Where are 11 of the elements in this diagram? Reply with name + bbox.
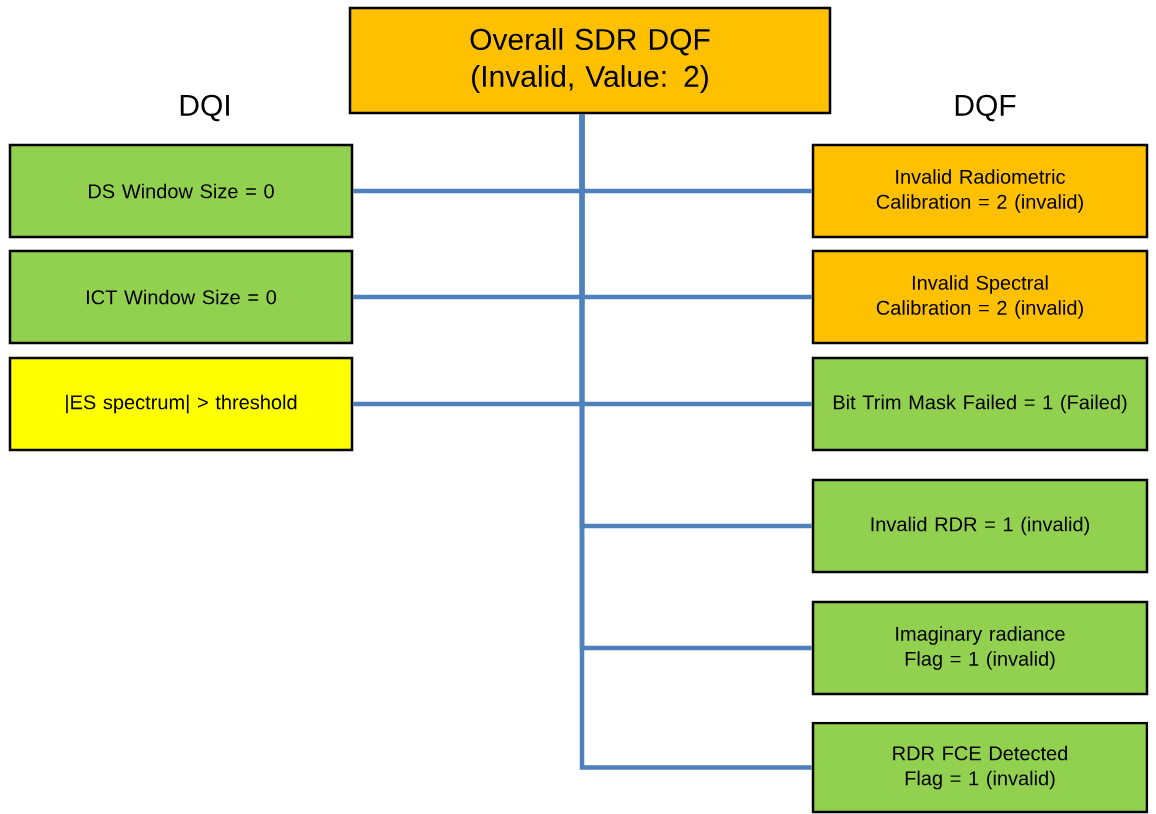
status-box: RDR FCE Detected Flag = 1 (invalid) [811,721,1149,814]
connector-line [579,114,812,770]
status-box: Imaginary radiance Flag = 1 (invalid) [811,600,1149,696]
status-box: |ES spectrum| > threshold [8,356,354,452]
status-box: DS Window Size = 0 [8,143,354,239]
title-box: Overall SDR DQF (Invalid, Value: 2) [348,6,832,115]
status-box: ICT Window Size = 0 [8,249,354,345]
status-box: Bit Trim Mask Failed = 1 (Failed) [811,356,1149,452]
status-box: Invalid RDR = 1 (invalid) [811,478,1149,574]
status-box: Invalid Spectral Calibration = 2 (invalid) [811,249,1149,345]
status-box: Invalid Radiometric Calibration = 2 (invalid) [811,143,1149,239]
